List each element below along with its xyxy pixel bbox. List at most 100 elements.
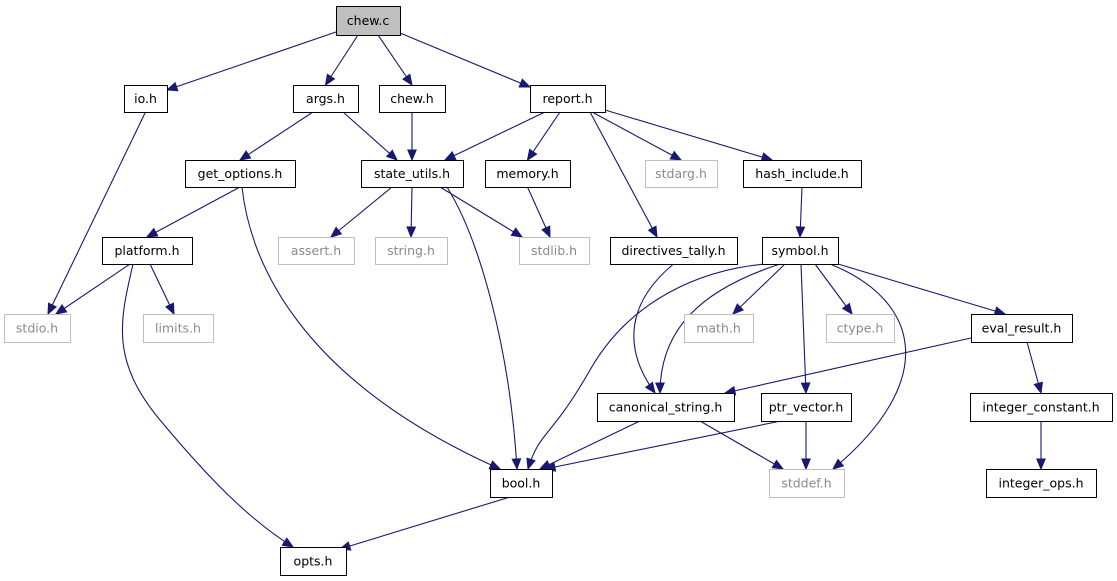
edge-chew-c-to-io-h bbox=[165, 31, 337, 92]
node-box bbox=[970, 393, 1113, 422]
edge-report-h-to-stdarg-h bbox=[591, 111, 683, 161]
arrowhead bbox=[402, 73, 413, 87]
node-box bbox=[761, 393, 852, 422]
node-label: chew.c bbox=[347, 13, 390, 28]
node-box bbox=[4, 314, 71, 343]
node-io-h[interactable]: io.h bbox=[124, 85, 168, 113]
edge-report-h-to-state-utils-h bbox=[443, 111, 546, 161]
node-label: state_utils.h bbox=[374, 166, 450, 181]
node-label: ptr_vector.h bbox=[769, 400, 844, 415]
edge-directives-tally-h-to-canonical-string-h bbox=[633, 263, 674, 395]
node-label: integer_constant.h bbox=[982, 400, 1099, 415]
node-stddef-h: stddef.h bbox=[769, 469, 845, 498]
node-ctype-h: ctype.h bbox=[826, 314, 895, 343]
node-box bbox=[124, 85, 168, 113]
arrowhead bbox=[443, 150, 457, 161]
edge-symbol-h-to-math-h bbox=[732, 263, 786, 315]
arrowhead bbox=[801, 458, 811, 471]
node-math-h: math.h bbox=[684, 314, 754, 343]
arrowhead bbox=[511, 458, 522, 471]
node-box bbox=[336, 6, 401, 36]
edge-eval-result-h-to-canonical-string-h bbox=[723, 337, 972, 396]
node-canonical-string-h[interactable]: canonical_string.h bbox=[597, 393, 735, 422]
node-label: stdio.h bbox=[16, 321, 58, 336]
node-box bbox=[280, 547, 347, 576]
edge-symbol-h-to-eval-result-h bbox=[837, 263, 1007, 316]
node-platform-h[interactable]: platform.h bbox=[102, 237, 193, 265]
node-chew-c[interactable]: chew.c bbox=[336, 6, 401, 36]
arrowhead bbox=[488, 460, 502, 470]
node-label: symbol.h bbox=[771, 243, 828, 258]
node-stdlib-h: stdlib.h bbox=[519, 237, 590, 265]
node-label: string.h bbox=[387, 243, 435, 258]
node-label: hash_include.h bbox=[755, 166, 848, 181]
node-box bbox=[762, 237, 839, 265]
node-string-h: string.h bbox=[375, 237, 448, 265]
edge-symbol-h-to-stddef-h bbox=[829, 263, 906, 470]
arrowhead bbox=[238, 150, 252, 161]
arrowhead bbox=[655, 382, 665, 395]
node-box bbox=[684, 314, 754, 343]
node-box bbox=[610, 237, 738, 265]
edge-get-options-h-to-bool-h bbox=[241, 186, 502, 470]
node-label: limits.h bbox=[155, 321, 201, 336]
node-get-options-h[interactable]: get_options.h bbox=[185, 160, 296, 188]
node-box bbox=[519, 237, 590, 265]
edge-io-h-to-stdio-h bbox=[47, 111, 146, 316]
edge-canonical-string-h-to-bool-h bbox=[538, 420, 641, 470]
node-label: opts.h bbox=[294, 554, 333, 569]
node-memory-h[interactable]: memory.h bbox=[485, 160, 571, 188]
node-label: bool.h bbox=[502, 476, 541, 491]
node-box bbox=[986, 469, 1097, 498]
node-box bbox=[293, 85, 359, 113]
node-label: platform.h bbox=[114, 243, 179, 258]
node-label: eval_result.h bbox=[982, 321, 1062, 336]
edge-platform-h-to-opts-h bbox=[121, 263, 295, 548]
node-assert-h: assert.h bbox=[278, 237, 355, 265]
node-directives-tally-h[interactable]: directives_tally.h bbox=[610, 237, 738, 265]
node-integer-ops-h[interactable]: integer_ops.h bbox=[986, 469, 1097, 498]
edge-canonical-string-h-to-stddef-h bbox=[699, 420, 785, 470]
arrowhead bbox=[841, 302, 853, 316]
node-box bbox=[769, 469, 845, 498]
arrowhead bbox=[647, 225, 658, 239]
edge-args-h-to-get-options-h bbox=[238, 111, 314, 161]
node-ptr-vector-h[interactable]: ptr_vector.h bbox=[761, 393, 852, 422]
node-report-h[interactable]: report.h bbox=[530, 85, 606, 113]
edge-chew-c-to-args-h bbox=[324, 34, 359, 87]
node-chew-h[interactable]: chew.h bbox=[379, 85, 446, 113]
node-box bbox=[143, 314, 214, 343]
node-hash-include-h[interactable]: hash_include.h bbox=[743, 160, 862, 188]
arrowhead bbox=[795, 226, 806, 239]
arrowhead bbox=[732, 303, 745, 315]
node-bool-h[interactable]: bool.h bbox=[490, 469, 553, 498]
edge-platform-h-to-stdio-h bbox=[54, 263, 131, 315]
edge-symbol-h-to-ctype-h bbox=[814, 263, 853, 316]
edges-layer bbox=[47, 31, 1046, 551]
node-box bbox=[379, 85, 446, 113]
node-label: stdlib.h bbox=[531, 243, 577, 258]
node-integer-constant-h[interactable]: integer_constant.h bbox=[970, 393, 1113, 422]
arrowhead bbox=[385, 149, 398, 161]
arrowhead bbox=[330, 226, 343, 238]
arrowhead bbox=[47, 302, 58, 316]
edge-hash-include-h-to-symbol-h bbox=[795, 186, 806, 239]
node-label: ctype.h bbox=[837, 321, 884, 336]
edge-args-h-to-state-utils-h bbox=[342, 111, 398, 161]
edge-state-utils-h-to-string-h bbox=[406, 186, 417, 239]
node-opts-h[interactable]: opts.h bbox=[280, 547, 347, 576]
node-label: io.h bbox=[134, 91, 157, 106]
edge-integer-constant-h-to-integer-ops-h bbox=[1036, 421, 1046, 471]
arrowhead bbox=[669, 150, 683, 161]
node-args-h[interactable]: args.h bbox=[293, 85, 359, 113]
edge-bool-h-to-opts-h bbox=[338, 496, 511, 551]
arrowhead bbox=[771, 459, 785, 470]
node-eval-result-h[interactable]: eval_result.h bbox=[971, 314, 1073, 343]
node-state-utils-h[interactable]: state_utils.h bbox=[361, 160, 464, 188]
node-symbol-h[interactable]: symbol.h bbox=[762, 237, 839, 265]
edge-symbol-h-to-ptr-vector-h bbox=[800, 263, 811, 395]
node-label: get_options.h bbox=[198, 166, 283, 181]
node-box bbox=[597, 393, 735, 422]
node-box bbox=[361, 160, 464, 188]
arrowhead bbox=[526, 148, 538, 162]
